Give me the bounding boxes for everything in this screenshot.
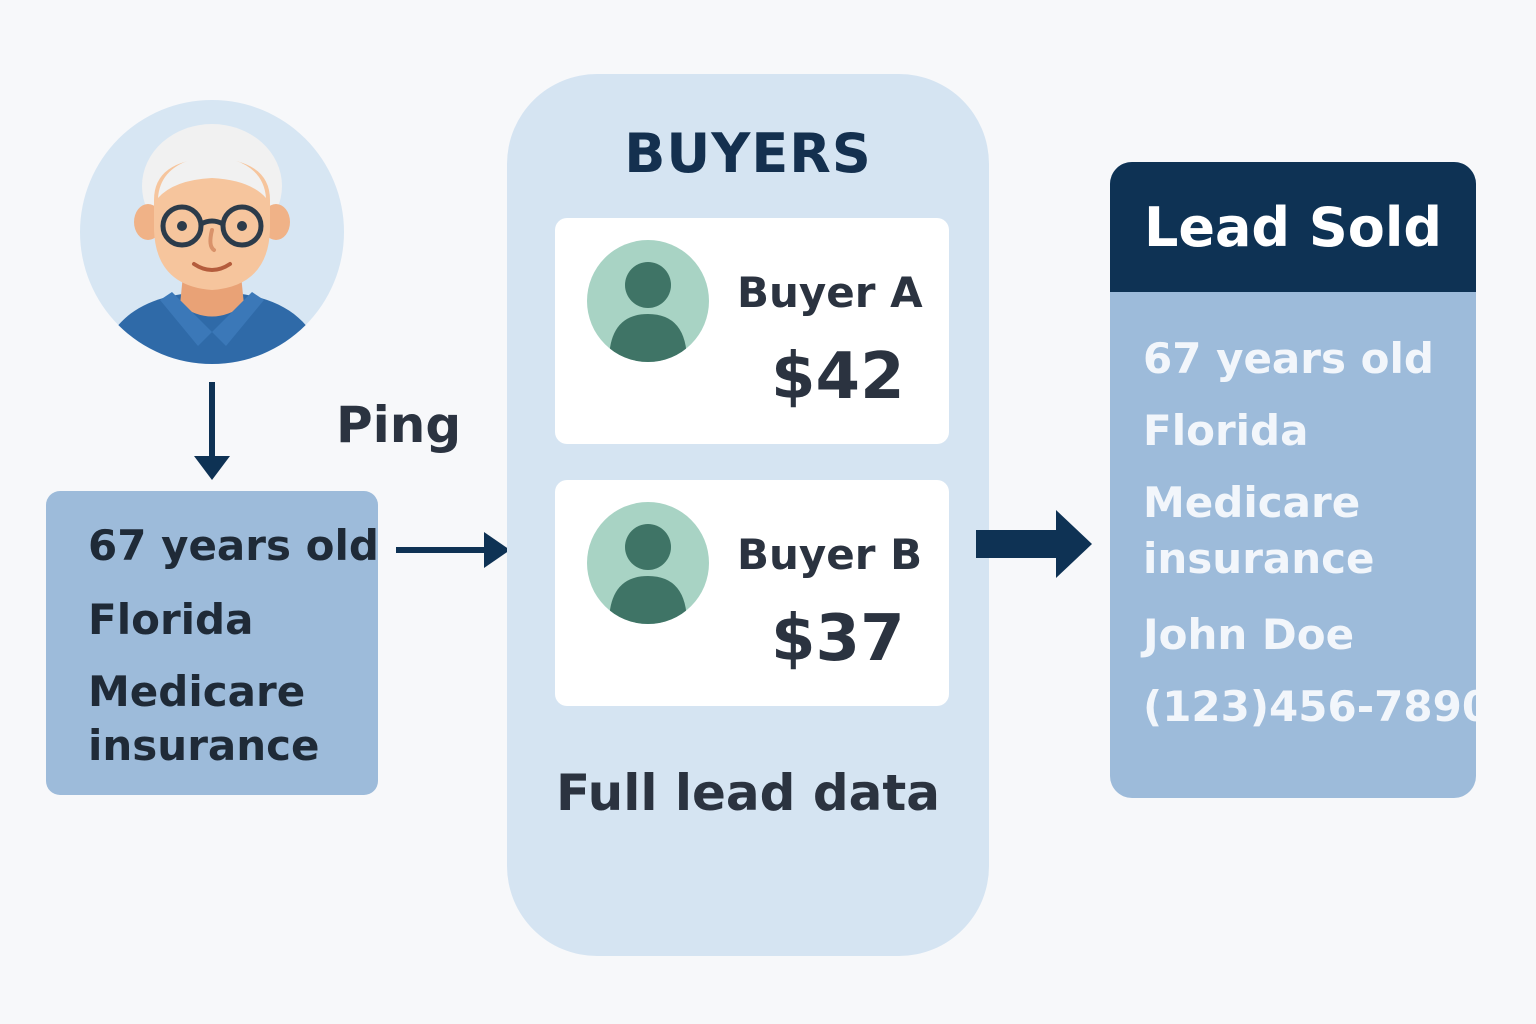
interest-label-line2: insurance bbox=[1143, 534, 1375, 583]
buyers-title: BUYERS bbox=[624, 122, 872, 185]
person-icon bbox=[587, 240, 709, 362]
right-arrow-icon bbox=[396, 532, 510, 568]
buyer-card-b: Buyer B $37 bbox=[555, 480, 949, 706]
phone-label: (123)456-7890 bbox=[1143, 682, 1476, 731]
name-label: John Doe bbox=[1143, 610, 1355, 659]
buyer-name: Buyer B bbox=[737, 530, 923, 579]
right-arrow-icon bbox=[976, 510, 1092, 578]
person-icon bbox=[587, 502, 709, 624]
ping-label: Ping bbox=[336, 396, 462, 454]
buyers-panel: BUYERS Buyer A $42 Buyer B $37 Full lead… bbox=[507, 74, 989, 956]
state-label: Florida bbox=[1143, 406, 1309, 455]
senior-man-avatar-icon bbox=[80, 100, 344, 364]
lead-sold-title: Lead Sold bbox=[1143, 196, 1443, 259]
buyer-name: Buyer A bbox=[737, 268, 923, 317]
interest-label: Medicare bbox=[1143, 478, 1361, 527]
buyer-card-a: Buyer A $42 bbox=[555, 218, 949, 444]
state-label: Florida bbox=[88, 595, 254, 644]
age-label: 67 years old bbox=[88, 521, 379, 570]
full-lead-data-label: Full lead data bbox=[555, 764, 941, 822]
lead-details-card: 67 years old Florida Medicare insurance bbox=[46, 491, 379, 795]
down-arrow-icon bbox=[194, 382, 230, 480]
interest-label-line2: insurance bbox=[88, 721, 320, 770]
buyer-bid-price: $42 bbox=[771, 340, 905, 414]
lead-sold-card: Lead Sold 67 years old Florida Medicare … bbox=[1110, 162, 1476, 798]
buyer-bid-price: $37 bbox=[771, 602, 905, 676]
lead-sold-header: Lead Sold bbox=[1110, 162, 1476, 292]
age-label: 67 years old bbox=[1143, 334, 1434, 383]
interest-label: Medicare bbox=[88, 667, 306, 716]
